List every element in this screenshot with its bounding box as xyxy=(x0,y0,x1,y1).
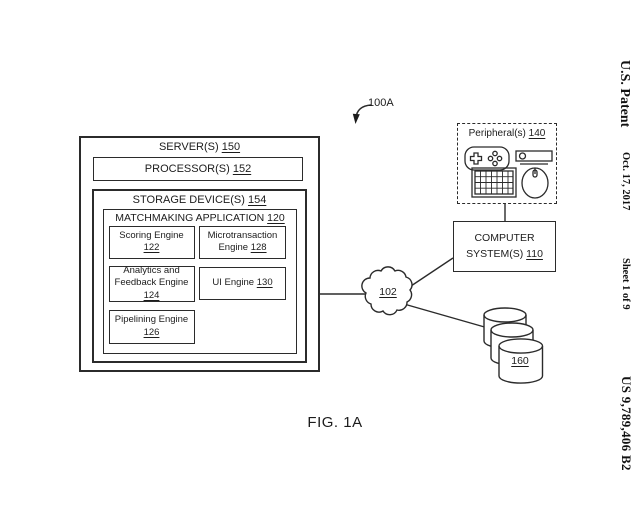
connector-cloud-computer xyxy=(407,257,454,289)
engine-ref: 130 xyxy=(256,276,273,288)
engine-label: Analytics and Feedback Engine xyxy=(114,264,189,289)
processor-ref: 152 xyxy=(232,163,252,175)
server-ref: 150 xyxy=(221,141,241,153)
matchmaking-application-box: MATCHMAKING APPLICATION 120 Scoring Engi… xyxy=(103,209,297,354)
patent-title: U.S. Patent xyxy=(617,60,632,128)
mouse-icon xyxy=(521,167,549,199)
computer-system-title: COMPUTER SYSTEM(S) 110 xyxy=(454,231,555,261)
engine-label: Microtransaction Engine xyxy=(207,229,278,253)
connector-cloud-datastore xyxy=(403,303,496,331)
scoring-engine-box: Scoring Engine 122 xyxy=(108,225,195,259)
matchmaking-label: MATCHMAKING APPLICATION xyxy=(115,212,265,224)
overall-ref-arrow-icon xyxy=(352,104,372,124)
cloud-icon xyxy=(361,266,413,316)
ui-engine-box: UI Engine 130 xyxy=(199,266,286,300)
overall-ref-label: 100A xyxy=(368,97,394,109)
engine-ref: 124 xyxy=(143,289,160,301)
database-cylinders-icon xyxy=(483,307,544,384)
server-title: SERVER(S) 150 xyxy=(81,141,318,153)
storage-device-box: STORAGE DEVICE(S) 154 MATCHMAKING APPLIC… xyxy=(92,189,307,363)
analytics-feedback-engine-box: Analytics and Feedback Engine 124 xyxy=(108,264,195,302)
storage-label: STORAGE DEVICE(S) xyxy=(132,194,245,206)
server-box: SERVER(S) 150 PROCESSOR(S) 152 STORAGE D… xyxy=(79,136,320,372)
matchmaking-ref: 120 xyxy=(267,212,285,224)
peripherals-label: Peripheral(s) xyxy=(468,128,526,139)
computer-system-ref: 110 xyxy=(526,247,543,260)
patent-date: Oct. 17, 2017 xyxy=(620,152,631,211)
peripheral-icons xyxy=(464,146,553,199)
computer-system-box: COMPUTER SYSTEM(S) 110 xyxy=(453,221,556,272)
network-ref-label: 102 xyxy=(379,286,397,298)
processor-box: PROCESSOR(S) 152 xyxy=(93,157,303,181)
figure-label: FIG. 1A xyxy=(307,414,363,431)
microtransaction-engine-box: Microtransaction Engine 128 xyxy=(199,225,286,259)
processor-label: PROCESSOR(S) xyxy=(144,163,230,175)
peripherals-ref: 140 xyxy=(528,128,546,139)
keyboard-icon xyxy=(471,167,517,198)
engine-ref: 126 xyxy=(143,326,160,338)
matchmaking-title: MATCHMAKING APPLICATION 120 xyxy=(104,212,296,224)
engine-label: UI Engine xyxy=(212,276,255,288)
datastore-ref-label: 160 xyxy=(511,355,529,367)
processor-title: PROCESSOR(S) 152 xyxy=(145,163,251,175)
pipelining-engine-box: Pipelining Engine 126 xyxy=(108,309,195,344)
camera-sensor-icon xyxy=(515,150,553,165)
engine-ref: 122 xyxy=(143,242,160,253)
server-label: SERVER(S) xyxy=(158,141,219,153)
engine-label: Pipelining Engine xyxy=(114,314,189,326)
engine-ref: 128 xyxy=(250,242,267,253)
patent-sheet-number: Sheet 1 of 9 xyxy=(620,258,631,310)
game-controller-icon xyxy=(464,146,510,171)
peripherals-title: Peripheral(s) 140 xyxy=(458,128,556,139)
storage-title: STORAGE DEVICE(S) 154 xyxy=(94,194,305,206)
computer-system-label: COMPUTER SYSTEM(S) xyxy=(466,232,535,260)
engine-label: Scoring Engine xyxy=(119,229,184,241)
storage-ref: 154 xyxy=(247,194,267,206)
peripherals-box: Peripheral(s) 140 xyxy=(457,123,557,204)
connector-lines xyxy=(320,204,506,331)
patent-document-number: US 9,789,406 B2 xyxy=(619,376,634,471)
